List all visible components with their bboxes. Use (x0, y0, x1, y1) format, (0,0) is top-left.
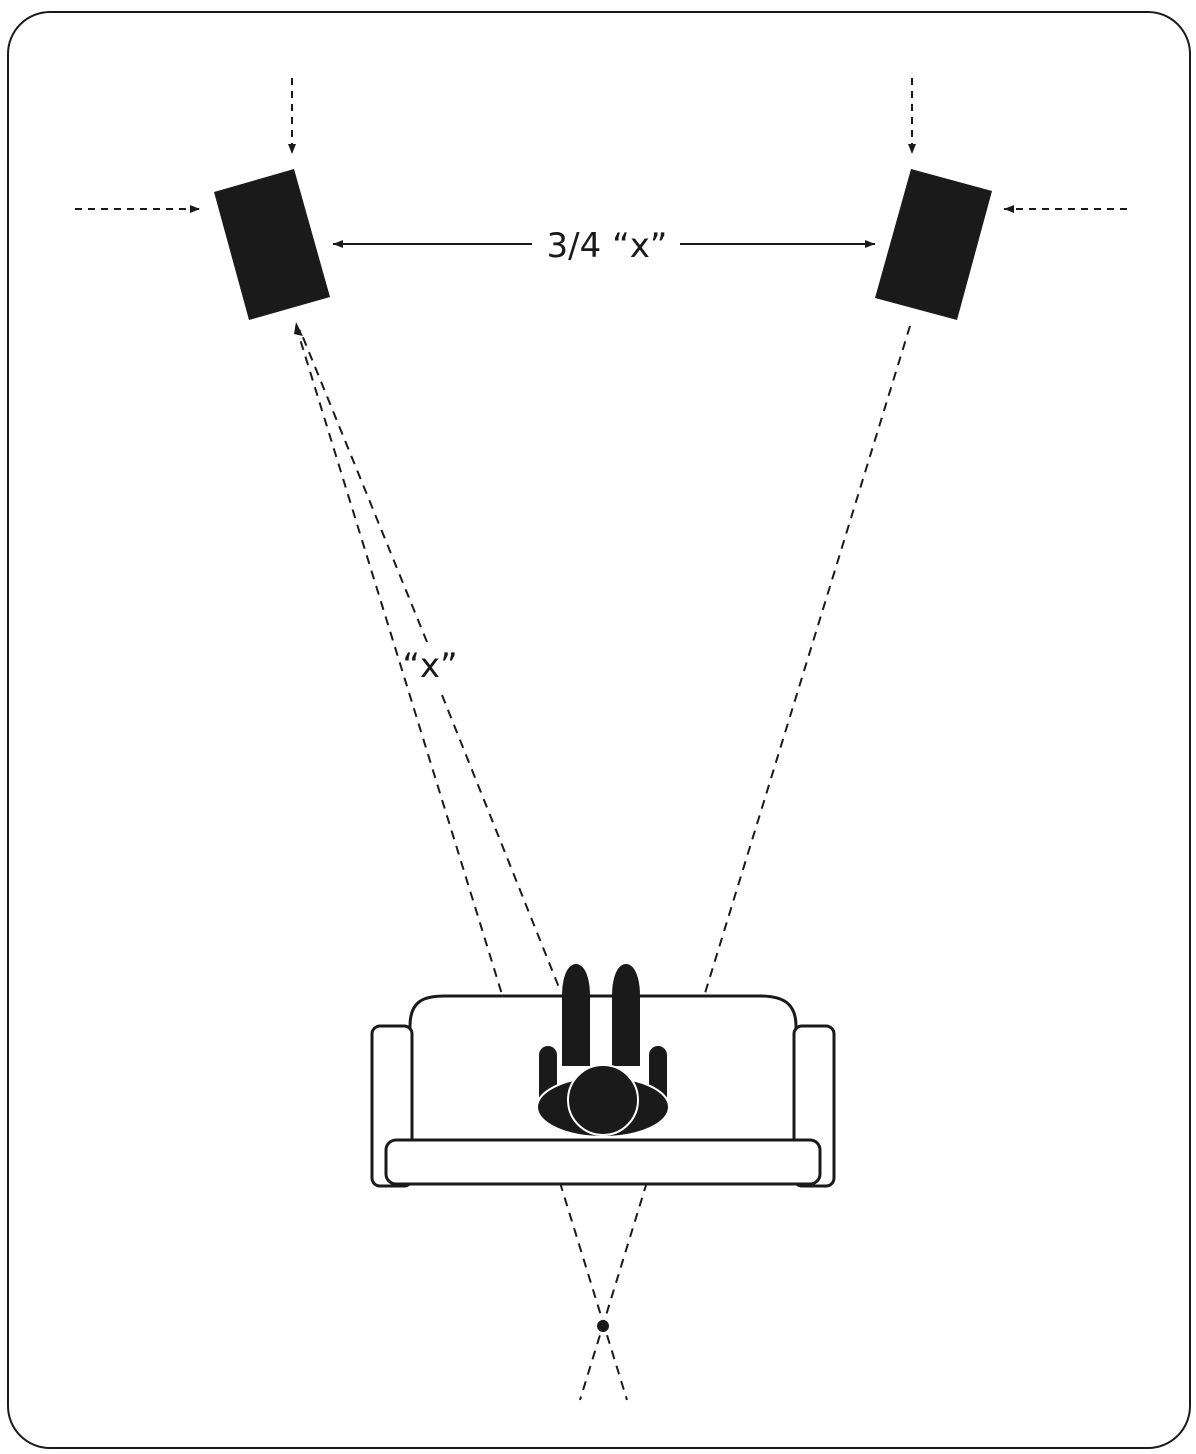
wall-clearance-arrows (75, 78, 1127, 213)
distance-arrow-head (294, 322, 303, 336)
listener-right-leg (612, 964, 640, 1066)
listener-distance-label: “x” (402, 646, 457, 686)
listener (536, 964, 670, 1138)
listener-left-leg (562, 964, 590, 1066)
left-speaker (214, 169, 330, 320)
listening-sight-lines (295, 325, 911, 1401)
listener-head (567, 1064, 639, 1136)
right-speaker-sight-line (579, 325, 911, 1401)
sofa-seat-cushion (384, 1138, 822, 1186)
distance-line-lower-dashed (441, 694, 561, 991)
room-outline (7, 11, 1191, 1449)
distance-line-upper-dashed (299, 329, 428, 643)
right-speaker (875, 169, 992, 320)
speaker-spacing-label: 3/4 “x” (547, 226, 668, 266)
focal-point (597, 1320, 609, 1332)
left-speaker-sight-line (295, 325, 628, 1401)
listener-distance-dimension (299, 329, 561, 991)
